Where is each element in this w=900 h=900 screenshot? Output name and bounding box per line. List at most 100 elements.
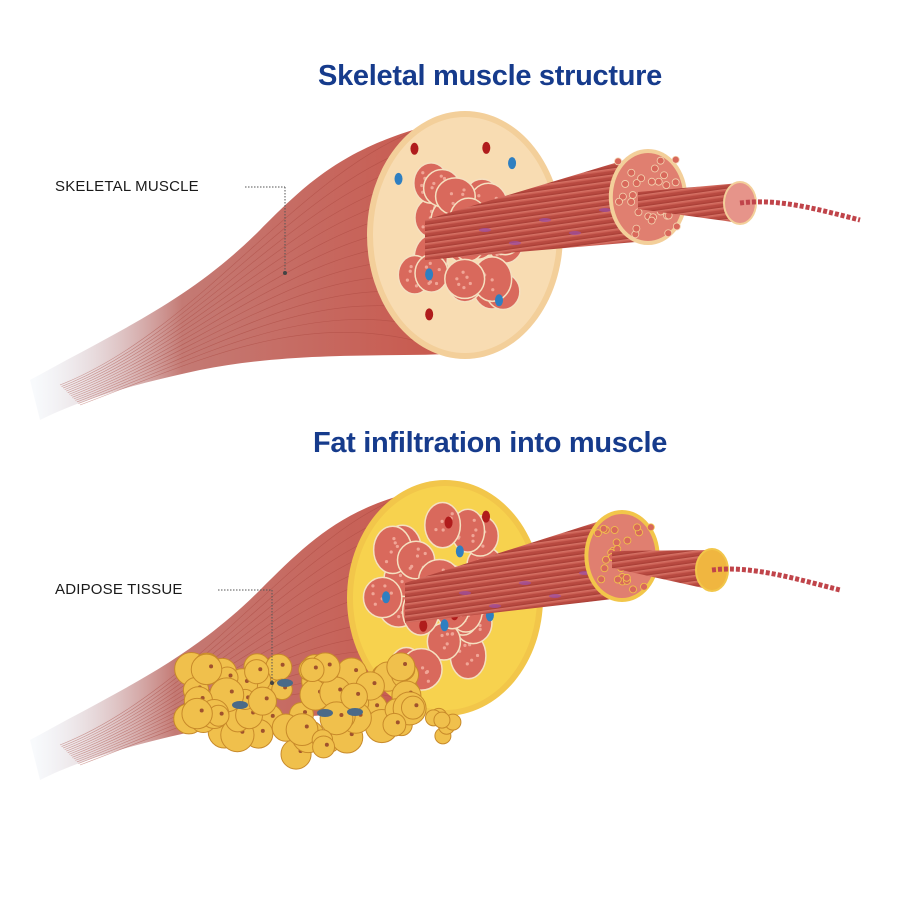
adipocyte: [386, 652, 416, 682]
vein: [440, 619, 449, 632]
vein: [394, 172, 403, 185]
adipose-leader-dot: [270, 681, 274, 685]
vein: [425, 268, 434, 281]
muscle-fiber: [614, 157, 622, 166]
myofiber-dot: [430, 186, 434, 190]
muscle-fiber: [647, 177, 656, 186]
muscle-striation: [59, 126, 426, 386]
myofiber-dot: [420, 666, 425, 670]
adipocyte-nucleus: [270, 713, 275, 718]
myofiber-dot: [478, 627, 482, 631]
muscle-fiber: [656, 156, 665, 165]
adipocyte-nucleus: [258, 667, 263, 672]
muscle-fiber: [627, 198, 636, 206]
myofiber-dot: [491, 288, 495, 292]
nucleus: [569, 231, 581, 235]
myofiber-dot: [442, 646, 446, 650]
immune-cell: [277, 679, 293, 687]
muscle-fiber: [615, 197, 623, 206]
adipocyte: [340, 682, 368, 711]
muscle-fiber: [619, 192, 627, 201]
myofiber-dot: [371, 584, 375, 588]
myofiber-dot: [471, 534, 475, 538]
myofiber-dot: [461, 192, 465, 196]
fascicle-bundle: [405, 514, 622, 623]
muscle-fiber: [629, 585, 637, 594]
myofiber-dot: [384, 560, 389, 564]
muscle-fiber: [602, 555, 610, 564]
myofiber-dot: [437, 267, 441, 272]
myofiber-dot: [478, 623, 482, 628]
adipocyte: [312, 735, 336, 759]
muscle-fiber: [597, 575, 606, 584]
myofiber-dot: [463, 643, 467, 648]
fat-infiltration-diagram: [30, 480, 841, 780]
myofiber-dot: [468, 281, 472, 286]
nucleus: [599, 208, 611, 212]
artery: [419, 619, 428, 632]
adipocyte-nucleus: [260, 728, 265, 733]
myofiber-dot: [474, 528, 478, 532]
myofiber-dot: [472, 518, 476, 522]
myofiber-dot: [451, 201, 455, 206]
muscle-fiber: [672, 222, 681, 231]
muscle-fiber: [593, 529, 602, 538]
myofiber-dot: [461, 270, 465, 274]
nucleus: [539, 218, 551, 222]
adipocyte-nucleus: [199, 708, 204, 713]
myofiber-dot: [409, 264, 413, 269]
myofiber-dot: [389, 591, 393, 595]
myofiber-dot: [475, 653, 480, 658]
myofiber-dot: [465, 275, 469, 279]
adipocyte: [244, 659, 270, 685]
myofiber-dot: [400, 580, 404, 584]
adipocyte-nucleus: [219, 711, 224, 716]
adipocyte: [433, 711, 451, 729]
myofibril: [711, 566, 841, 593]
adipocyte-nucleus: [228, 673, 233, 678]
muscle-fiber: [599, 524, 608, 533]
muscle-fiber: [610, 526, 619, 534]
adipocyte-nucleus: [324, 742, 329, 747]
muscle-fiber: [612, 538, 621, 547]
myofiber-dot: [395, 544, 399, 549]
myofiber-dot: [465, 662, 469, 666]
myofiber-dot: [462, 188, 466, 192]
vein: [508, 157, 517, 170]
myofiber-dot: [405, 278, 409, 282]
myofiber-dot: [471, 539, 475, 543]
adipocyte: [285, 713, 319, 747]
muscle-fiber: [632, 179, 641, 188]
title-skeletal-muscle-structure: Skeletal muscle structure: [318, 60, 662, 92]
muscle-fiber: [628, 191, 637, 199]
myofiber-dot: [450, 632, 454, 636]
muscle-fiber: [664, 229, 673, 238]
adipocyte-nucleus: [280, 662, 285, 667]
nucleus: [479, 228, 491, 232]
skeletal-muscle-leader-dot: [283, 271, 287, 275]
muscle-fiber: [646, 523, 655, 532]
myofiber-dot: [424, 265, 429, 269]
vein: [455, 545, 464, 558]
adipocyte-nucleus: [264, 696, 269, 701]
myofiber-dot: [434, 528, 438, 532]
adipocyte: [248, 686, 277, 716]
muscle-fiber: [640, 582, 648, 591]
myofiber-dot: [439, 174, 443, 178]
myofiber-dot: [416, 547, 420, 551]
muscle-fiber: [660, 171, 668, 180]
muscle-fiber-cylinder: [638, 183, 740, 223]
myofiber-dot: [462, 286, 466, 290]
myofiber-dot: [421, 171, 425, 175]
myofiber-dot: [397, 614, 401, 619]
muscle-fiber: [621, 180, 630, 188]
myofiber-dot: [445, 642, 449, 646]
myofiber-dot: [398, 573, 403, 577]
myofiber-dot: [445, 632, 450, 636]
artery: [444, 516, 453, 529]
adipocyte-nucleus: [395, 720, 400, 725]
muscle-fiber: [622, 573, 631, 582]
myofiber-dot: [392, 537, 396, 541]
adipocyte-nucleus: [339, 713, 344, 718]
